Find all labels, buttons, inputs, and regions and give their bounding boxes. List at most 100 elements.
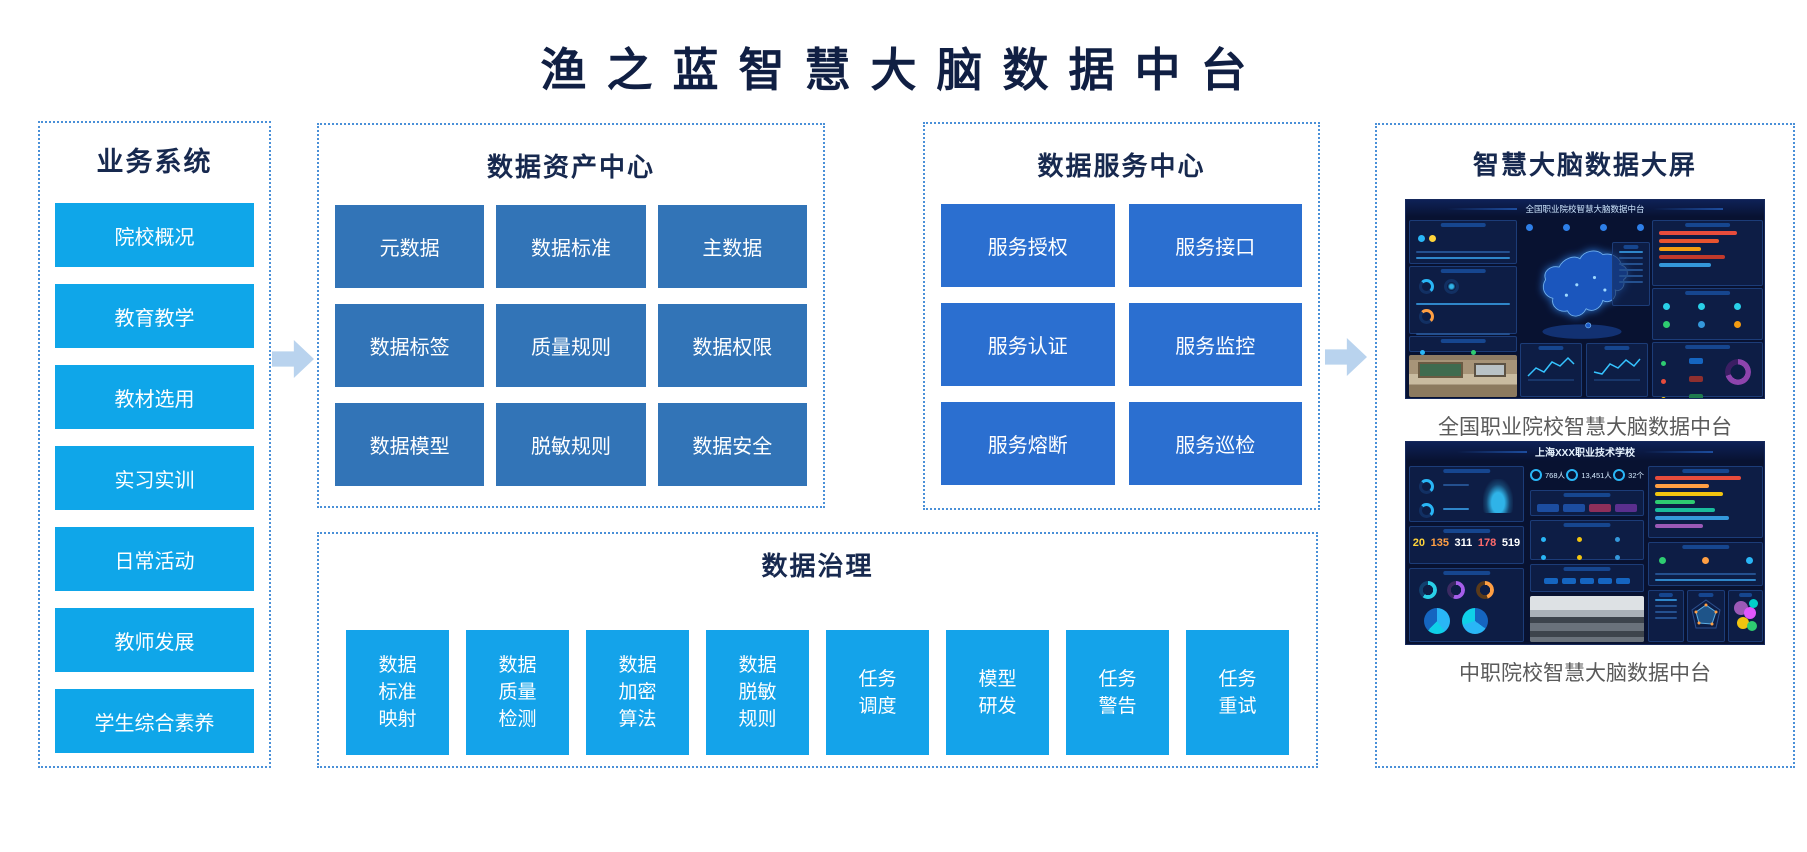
line-chart-icon: [1527, 356, 1575, 381]
data-service-center-title: 数据服务中心: [1037, 151, 1206, 181]
region-list-panel: [1612, 242, 1650, 306]
alerts-panel: [1652, 342, 1763, 398]
data-asset-box: 数据标签: [335, 304, 485, 387]
blob-icon: [1747, 621, 1757, 631]
blob-chart-panel: [1728, 590, 1763, 642]
stat-panel: [1409, 220, 1517, 264]
blob-icon: [1749, 599, 1758, 608]
stat-columns-panel: [1652, 288, 1763, 340]
data-service-box: 服务监控: [1128, 303, 1302, 386]
data-governance-box: 数据质量检测: [466, 630, 569, 755]
radar-panel: [1687, 590, 1725, 642]
indicator-list-panel: [1530, 520, 1644, 560]
china-map-icon: [1542, 250, 1628, 339]
data-asset-box: 脱敏规则: [496, 403, 646, 486]
data-asset-box: 数据安全: [657, 403, 807, 486]
data-service-grid: 服务授权服务接口服务认证服务监控服务熔断服务巡检: [941, 204, 1302, 485]
blob-icon: [1737, 617, 1749, 629]
business-systems-panel: 业务系统 院校概况教育教学教材选用实习实训日常活动教师发展学生综合素养: [38, 121, 271, 768]
blob-icon: [1744, 607, 1756, 619]
visits-panel: [1409, 336, 1517, 355]
colored-bars-panel: [1648, 466, 1763, 538]
classroom-photo: [1409, 355, 1517, 397]
line-chart-panel: [1586, 343, 1648, 397]
donut-chart-icon: [1475, 581, 1494, 599]
donut-chart-icon: [1447, 581, 1466, 599]
data-asset-box: 数据模型: [335, 403, 485, 486]
data-governance-box: 模型研发: [946, 630, 1049, 755]
headline-stat: 13,451人: [1566, 469, 1611, 481]
data-asset-center-panel: 数据资产中心 元数据数据标准主数据数据标签质量规则数据权限数据模型脱敏规则数据安…: [317, 123, 825, 508]
data-governance-box: 数据标准映射: [346, 630, 449, 755]
data-service-box: 服务熔断: [941, 402, 1115, 485]
data-asset-grid: 元数据数据标准主数据数据标签质量规则数据权限数据模型脱敏规则数据安全: [335, 205, 807, 486]
line-chart-icon: [1593, 358, 1641, 381]
key-number: 20: [1412, 537, 1426, 549]
distribution-panel: [1409, 568, 1524, 642]
bigscreen-title: 智慧大脑数据大屏: [1472, 150, 1697, 180]
business-system-box: 院校概况: [55, 203, 254, 267]
data-asset-box: 质量规则: [496, 304, 646, 387]
data-service-center-panel: 数据服务中心 服务授权服务接口服务认证服务监控服务熔断服务巡检: [923, 122, 1320, 510]
business-system-box: 实习实训: [55, 446, 254, 510]
flow-arrow-left-icon: [272, 340, 314, 378]
top-stats-row: [1524, 221, 1646, 235]
dashboard-national-screenshot: 全国职业院校智慧大脑数据中台: [1405, 199, 1765, 399]
business-system-box: 教材选用: [55, 365, 254, 429]
data-governance-title: 数据治理: [761, 551, 874, 581]
flow-arrow-right-icon: [1325, 338, 1367, 376]
dashboard-school-header-text: 上海XXX职业技术学校: [1534, 448, 1635, 459]
data-governance-row: 数据标准映射数据质量检测数据加密算法数据脱敏规则任务调度模型研发任务警告任务重试: [319, 630, 1316, 755]
key-number: 311: [1454, 537, 1473, 549]
key-number: 178: [1477, 537, 1497, 549]
gauge-icon: [1419, 279, 1434, 294]
dashboard-school-caption: 中职院校智慧大脑数据中台: [1459, 662, 1711, 685]
chip-grid-panel: [1530, 564, 1644, 602]
dashboard-national-header-text: 全国职业院校智慧大脑数据中台: [1525, 203, 1645, 214]
computer-lab-photo: [1530, 596, 1644, 642]
data-service-box: 服务巡检: [1128, 402, 1302, 485]
data-asset-box: 主数据: [657, 205, 807, 288]
key-number: 519: [1501, 537, 1521, 549]
bigscreen-panel: 智慧大脑数据大屏 全国职业院校智慧大脑数据中台: [1375, 123, 1795, 768]
ranking-bars-panel: [1652, 220, 1763, 286]
avatar-icon: [1444, 279, 1460, 294]
data-service-box: 服务授权: [941, 204, 1115, 287]
service-icons-panel: [1648, 542, 1763, 586]
pie-chart-icon: [1462, 608, 1489, 634]
data-asset-box: 数据标准: [496, 205, 646, 288]
business-systems-list: 院校概况教育教学教材选用实习实训日常活动教师发展学生综合素养: [55, 203, 254, 753]
radar-chart-icon: [1691, 599, 1721, 629]
gauge-panel: [1409, 266, 1517, 335]
business-system-box: 教育教学: [55, 284, 254, 348]
pie-chart-icon: [1424, 608, 1450, 634]
data-governance-box: 数据加密算法: [586, 630, 689, 755]
key-numbers-row: 20 135 311 178 519: [1410, 537, 1523, 549]
data-governance-panel: 数据治理 数据标准映射数据质量检测数据加密算法数据脱敏规则任务调度模型研发任务警…: [317, 532, 1318, 768]
enrollment-panel: [1409, 466, 1524, 522]
data-governance-box: 任务警告: [1066, 630, 1169, 755]
business-system-box: 日常活动: [55, 527, 254, 591]
hologram-icon: [1483, 479, 1513, 513]
dashboard-school-header: 上海XXX职业技术学校: [1406, 442, 1764, 461]
key-numbers-panel: 20 135 311 178 519: [1409, 526, 1524, 564]
data-governance-box: 数据脱敏规则: [706, 630, 809, 755]
page-title: 渔之蓝智慧大脑数据中台: [540, 44, 1267, 96]
data-governance-box: 任务重试: [1186, 630, 1289, 755]
data-asset-box: 元数据: [335, 205, 485, 288]
data-service-box: 服务接口: [1128, 204, 1302, 287]
status-chips-panel: [1530, 490, 1644, 516]
headline-stat: 32个: [1613, 469, 1644, 481]
gauge-icon: [1419, 309, 1434, 324]
dashboard-national-header: 全国职业院校智慧大脑数据中台: [1406, 200, 1764, 217]
dashboard-national-caption: 全国职业院校智慧大脑数据中台: [1438, 416, 1732, 439]
business-system-box: 学生综合素养: [55, 689, 254, 753]
key-number: 135: [1430, 537, 1449, 549]
quality-list-panel: [1648, 590, 1684, 642]
line-chart-panel: [1520, 343, 1582, 397]
data-governance-box: 任务调度: [826, 630, 929, 755]
data-asset-box: 数据权限: [657, 304, 807, 387]
business-system-box: 教师发展: [55, 608, 254, 672]
